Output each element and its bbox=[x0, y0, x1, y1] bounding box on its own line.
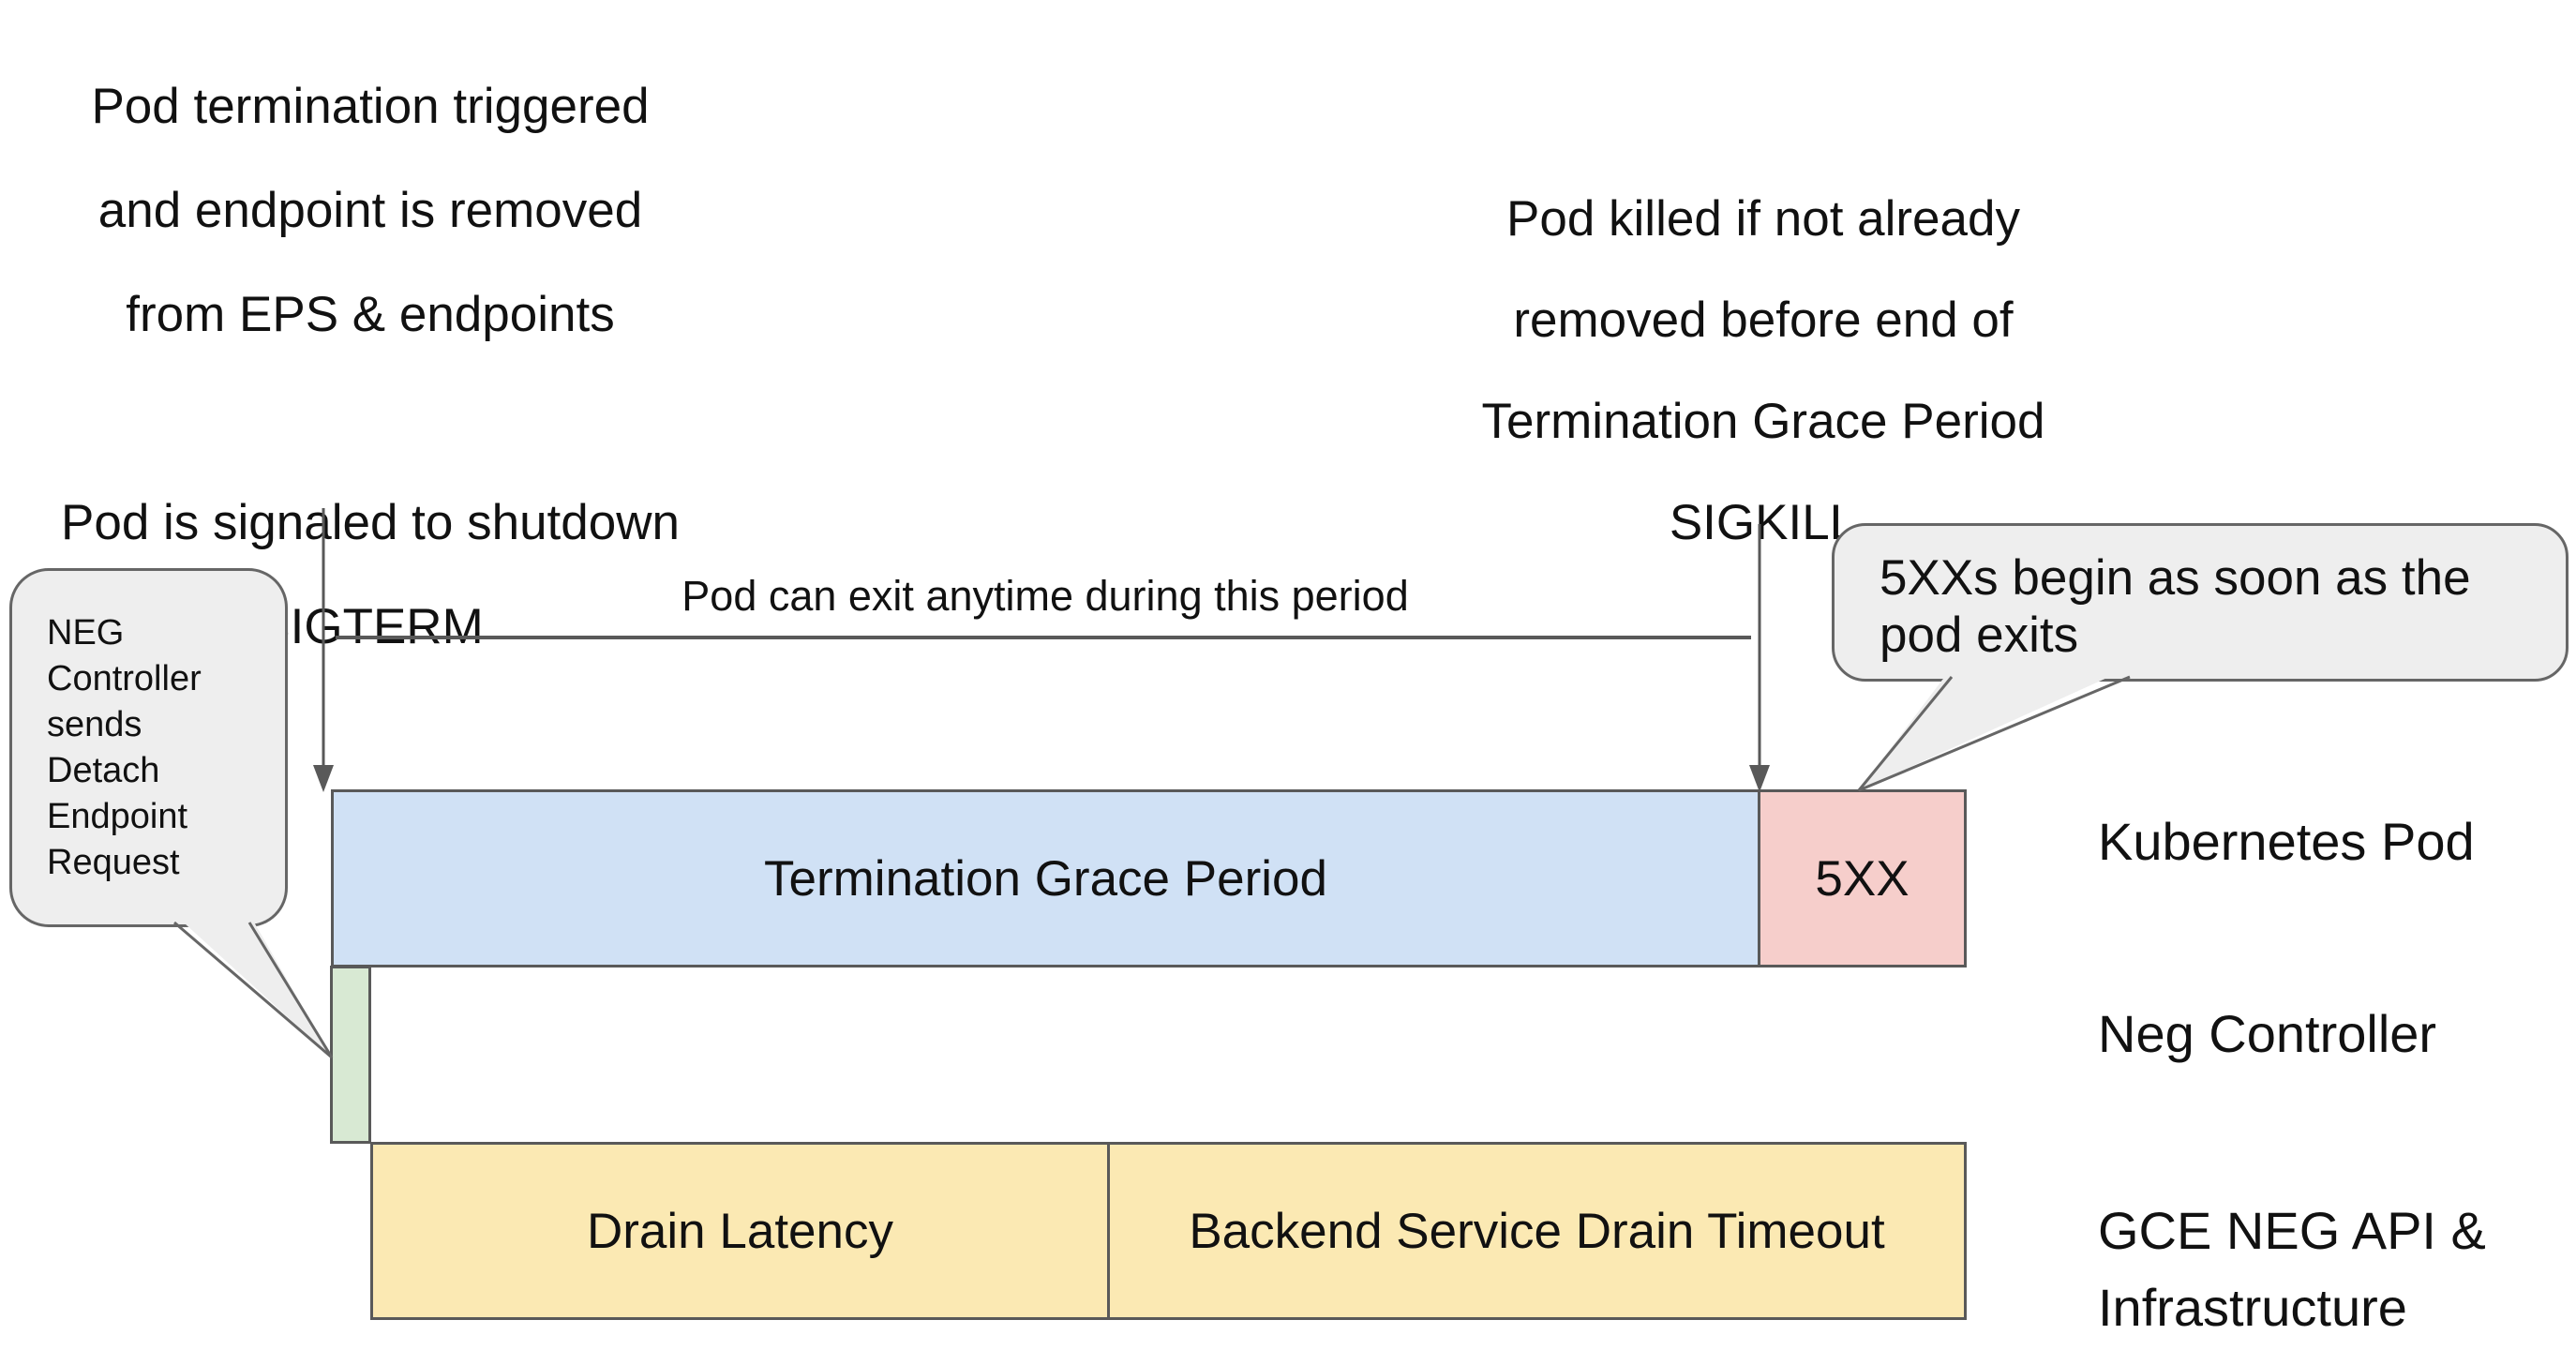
callout-line: Request bbox=[47, 843, 180, 882]
backend-service-drain-timeout-segment: Backend Service Drain Timeout bbox=[1110, 1145, 1964, 1317]
callout-line: 5XXs begin as soon as the bbox=[1880, 550, 2471, 606]
left-callout-tail bbox=[174, 914, 332, 1058]
annotation-line: Pod is signaled to shutdown bbox=[61, 495, 680, 550]
sigkill-event-arrowhead-icon bbox=[1749, 765, 1770, 792]
annotation-line: SIGKILL bbox=[1669, 495, 1858, 550]
callout-line: Endpoint bbox=[47, 797, 188, 836]
error-5xx-label: 5XX bbox=[1815, 850, 1910, 907]
termination-grace-period-label: Termination Grace Period bbox=[764, 850, 1327, 907]
right-callout-tail-outline bbox=[1857, 675, 2131, 792]
backend-service-drain-timeout-label: Backend Service Drain Timeout bbox=[1189, 1203, 1885, 1259]
neg-controller-detach-bar bbox=[330, 966, 371, 1144]
right-callout-tail bbox=[1859, 668, 2130, 790]
annotation-line: Termination Grace Period bbox=[1481, 394, 2045, 449]
callout-text: 5XXs begin as soon as the pod exits bbox=[1835, 526, 2566, 664]
row-label-line: Infrastructure bbox=[2098, 1278, 2407, 1337]
callout-text: NEG Controller sends Detach Endpoint Req… bbox=[12, 571, 285, 886]
annotation-line: removed before end of bbox=[1513, 292, 2014, 348]
termination-grace-period-bar: Termination Grace Period bbox=[331, 789, 1760, 968]
error-5xx-bar: 5XX bbox=[1758, 789, 1967, 968]
annotation-line-blank bbox=[37, 367, 703, 471]
sigterm-event-arrowhead-icon bbox=[313, 765, 334, 792]
gce-drain-bar: Drain Latency Backend Service Drain Time… bbox=[370, 1142, 1967, 1320]
callout-line: sends bbox=[47, 705, 142, 744]
left-callout-tail-outline bbox=[173, 921, 334, 1059]
row-label-kubernetes-pod: Kubernetes Pod bbox=[2098, 812, 2475, 871]
callout-line: pod exits bbox=[1880, 608, 2079, 663]
annotation-pod-termination-triggered: Pod termination triggered and endpoint i… bbox=[37, 54, 703, 679]
annotation-line: from EPS & endpoints bbox=[126, 287, 615, 342]
callout-line: Detach bbox=[47, 751, 160, 790]
drain-latency-label: Drain Latency bbox=[586, 1203, 893, 1259]
callout-line: NEG bbox=[47, 613, 125, 652]
annotation-line: Pod killed if not already bbox=[1506, 191, 2020, 247]
annotation-pod-killed-sigkill: Pod killed if not already removed before… bbox=[1435, 169, 2091, 574]
row-label-gce-neg-api: GCE NEG API & Infrastructure bbox=[2098, 1192, 2486, 1346]
annotation-line: and endpoint is removed bbox=[97, 183, 643, 238]
row-label-line: GCE NEG API & bbox=[2098, 1201, 2486, 1260]
annotation-line: Pod termination triggered bbox=[91, 79, 650, 134]
drain-latency-segment: Drain Latency bbox=[373, 1145, 1110, 1317]
span-period-label: Pod can exit anytime during this period bbox=[681, 572, 1409, 620]
callout-line: Controller bbox=[47, 659, 202, 698]
callout-5xx-begin: 5XXs begin as soon as the pod exits bbox=[1832, 523, 2569, 682]
callout-neg-controller-detach: NEG Controller sends Detach Endpoint Req… bbox=[9, 568, 288, 927]
row-label-neg-controller: Neg Controller bbox=[2098, 1004, 2437, 1063]
annotation-line: SIGTERM bbox=[257, 599, 484, 654]
